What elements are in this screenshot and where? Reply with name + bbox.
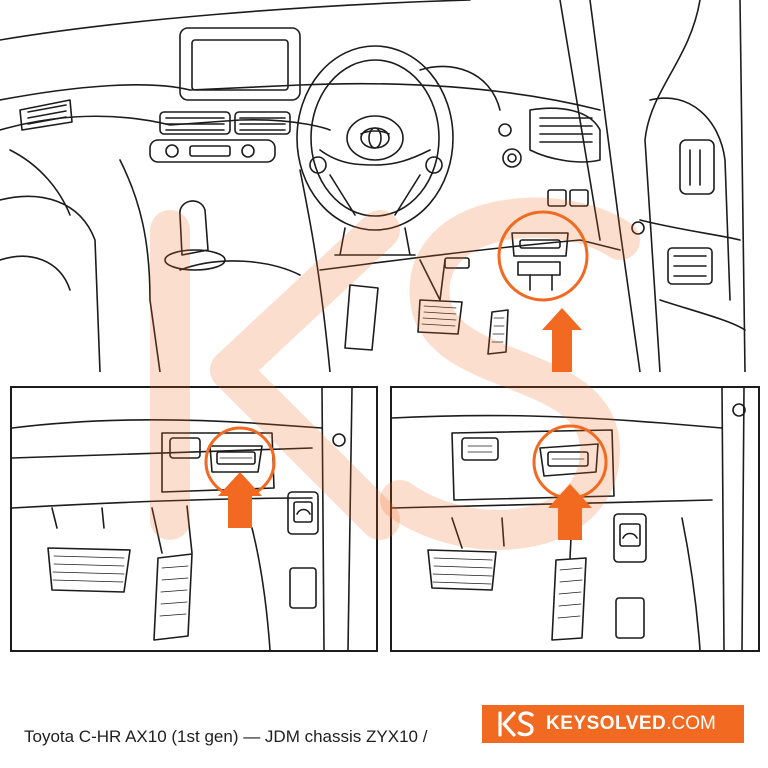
obd-port: [209, 445, 263, 473]
pointer-arrow-icon: [218, 472, 262, 528]
brake-pedal: [427, 549, 497, 591]
accelerator-pedal: [487, 309, 509, 355]
dashboard-overview-illustration: [0, 0, 768, 372]
hood-release: [613, 513, 647, 563]
brand-tld: .COM: [666, 713, 716, 734]
obd-port: [539, 443, 599, 477]
gear-shifter: [179, 200, 209, 256]
brand-name: KEYSOLVED: [546, 713, 667, 734]
steering-wheel: [296, 45, 454, 231]
door-handle: [679, 139, 715, 195]
brake-pedal: [417, 299, 463, 335]
accelerator-pedal: [153, 553, 193, 641]
keysolved-logo-icon: [498, 711, 534, 737]
hood-release-icon: [619, 523, 641, 547]
vehicle-caption: Toyota C-HR AX10 (1st gen) — JDM chassis…: [24, 727, 428, 746]
keysolved-brand-badge: KEYSOLVED.COM: [482, 705, 744, 743]
window-switch: [667, 247, 713, 285]
inset-right-drawing: [392, 388, 746, 650]
inset-left-drawing: [12, 388, 353, 650]
obd-port-highlight-circle: [497, 210, 589, 302]
brake-pedal: [47, 547, 131, 593]
inset-left-obd-view: [10, 386, 378, 652]
pointer-arrow-icon: [548, 484, 592, 540]
pointer-arrow-icon: [542, 308, 582, 372]
accelerator-pedal: [551, 557, 587, 641]
hood-release: [287, 491, 319, 535]
dashboard-overview-drawing: [0, 0, 746, 372]
hood-release-icon: [293, 501, 313, 523]
inset-right-obd-view: [390, 386, 760, 652]
obd-port: [511, 232, 569, 257]
infotainment-screen: [179, 27, 301, 101]
